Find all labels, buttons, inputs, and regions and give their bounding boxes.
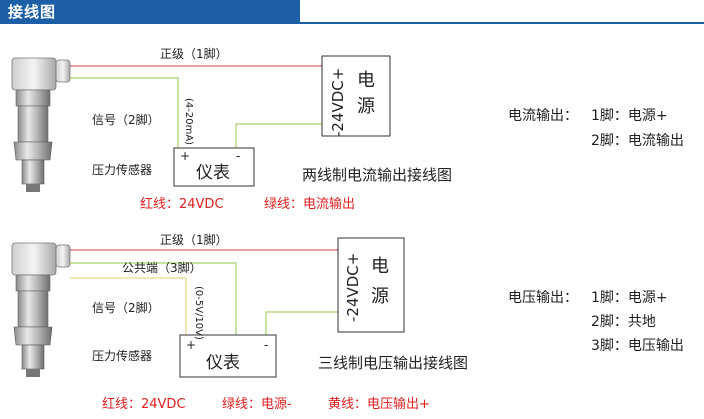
green-wire-return: [235, 123, 322, 148]
pressure-sensor-icon: [11, 57, 71, 192]
header-title: 接线图: [8, 3, 57, 21]
pin1-desc: 1脚：电源+: [591, 108, 668, 124]
pins-title: 电压输出：: [508, 290, 578, 306]
label-positive-pin1: 正级（1脚）: [160, 232, 228, 247]
meter-plus: +: [186, 338, 196, 352]
supply-text-top: 电: [371, 256, 389, 277]
meter-text: 仪表: [206, 353, 240, 373]
power-supply-box: [321, 55, 391, 137]
supply-voltage-label: -24VDC+: [329, 68, 347, 137]
three-wire-diagram: -24VDC+ 电 源 + - 仪表 正级（1脚） 公共端（3脚） 信号（2脚）…: [11, 232, 684, 412]
two-wire-diagram: -24VDC+ 电 源 + - 仪表 正级（1脚） 信号（2脚） (4-20mA…: [11, 46, 684, 212]
legend-green: 绿线：电源-: [222, 397, 292, 412]
pin3-desc: 3脚：电压输出: [591, 338, 684, 354]
diagram-caption: 两线制电流输出接线图: [302, 166, 452, 184]
supply-text-top: 电: [357, 70, 375, 91]
label-signal-pin2: 信号（2脚）: [92, 300, 160, 315]
label-common-pin3: 公共端（3脚）: [122, 260, 202, 275]
meter-minus: -: [236, 149, 240, 163]
pins-title: 电流输出：: [508, 108, 578, 124]
meter-plus: +: [180, 149, 190, 163]
green-wire: [70, 77, 179, 148]
diagram-caption: 三线制电压输出接线图: [318, 354, 468, 372]
pin2-desc: 2脚：电流输出: [591, 133, 684, 149]
sensor-label: 压力传感器: [92, 348, 152, 363]
meter-minus: -: [264, 338, 268, 352]
pin2-desc: 2脚：共地: [591, 314, 656, 330]
range-label: (0-5V/10V): [193, 286, 204, 340]
supply-voltage-label: -24VDC+: [344, 253, 362, 322]
header-bar: 接线图: [0, 0, 300, 22]
legend-red: 红线：24VDC: [140, 196, 224, 212]
pressure-sensor-icon: [11, 242, 71, 377]
legend-green: 绿线：电流输出: [264, 196, 355, 212]
legend-yellow: 黄线：电压输出+: [328, 396, 430, 412]
meter-box: [173, 147, 255, 187]
power-supply-box: [337, 237, 405, 333]
green-wire: [70, 262, 237, 335]
header-underline: [0, 22, 704, 24]
legend-red: 红线：24VDC: [102, 396, 186, 412]
label-signal-pin2: 信号（2脚）: [92, 112, 160, 127]
supply-text-bottom: 源: [357, 96, 375, 117]
meter-text: 仪表: [196, 163, 230, 183]
label-positive-pin1: 正级（1脚）: [160, 46, 228, 61]
supply-text-bottom: 源: [371, 286, 389, 307]
meter-box: [179, 334, 277, 378]
yellow-wire: [70, 277, 187, 335]
green-wire-return: [265, 311, 338, 335]
pin1-desc: 1脚：电源+: [591, 290, 668, 306]
sensor-label: 压力传感器: [92, 162, 152, 177]
range-label: (4-20mA): [183, 98, 194, 145]
